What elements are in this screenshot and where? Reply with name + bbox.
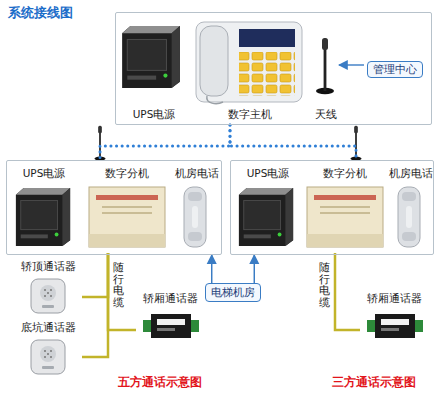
antenna-symbol xyxy=(94,126,105,161)
device-label: 数字主机 xyxy=(228,108,272,121)
ups-unit xyxy=(239,188,293,246)
tag-label: 管理中心 xyxy=(367,61,423,78)
antenna-device: 天线 xyxy=(306,31,346,121)
room-phone xyxy=(184,187,420,247)
travel-cable xyxy=(108,253,136,330)
intercom-device: 轿厢通话器 xyxy=(360,292,428,344)
pointer-arrow xyxy=(211,255,213,283)
intercom-device: 轿厢通话器 xyxy=(136,292,204,344)
device-label: 机房电话 xyxy=(175,167,219,180)
wireless-link xyxy=(100,125,230,160)
intercom-device: 底坑通话器 xyxy=(14,321,82,379)
machine-room-panel: UPS电源 数字分机 机房电话 xyxy=(230,160,434,255)
travel-cable xyxy=(335,253,360,330)
device-label: 天线 xyxy=(315,108,337,121)
diagram-caption: 三方通话示意图 xyxy=(332,374,416,391)
extension-device: 数字分机 xyxy=(85,167,169,253)
extension-unit xyxy=(307,187,383,247)
ups-device: UPS电源 xyxy=(11,167,77,249)
car-intercom xyxy=(143,314,423,338)
ups-device: UPS电源 xyxy=(121,21,187,121)
cable-label: 随行电缆 xyxy=(113,262,124,308)
caption-holder: 五方通话示意图 xyxy=(118,374,202,391)
intercom-speaker xyxy=(31,340,65,374)
device-label: UPS电源 xyxy=(133,108,176,121)
host-phone xyxy=(196,22,302,104)
extension-unit xyxy=(89,187,165,247)
tag-label: 电梯机房 xyxy=(211,286,255,299)
cable-label-holder: 随行电缆 xyxy=(113,262,124,308)
host-device: 数字主机 xyxy=(196,17,304,121)
machine-room-panel: UPS电源 数字分机 机房电话 xyxy=(6,160,222,255)
device-label: 机房电话 xyxy=(389,167,433,180)
extension-device: 数字分机 xyxy=(305,167,385,253)
travel-cable xyxy=(82,253,108,357)
title-holder: 系统接线图 xyxy=(8,4,73,22)
antenna-symbol xyxy=(94,38,361,161)
room-phone xyxy=(398,187,420,247)
travel-cable xyxy=(82,253,108,297)
management-panel: 管理中心 UPS电源 数字主机 天线 xyxy=(115,12,432,125)
ups-unit xyxy=(16,188,70,246)
intercom-device: 轿顶通话器 xyxy=(14,260,82,318)
phone-device: 机房电话 xyxy=(173,167,221,253)
wireless-link xyxy=(230,125,356,160)
car-intercom xyxy=(143,314,199,338)
device-label: 轿顶通话器 xyxy=(21,260,76,273)
pointer-arrow xyxy=(254,255,256,283)
caption-holder: 三方通话示意图 xyxy=(332,374,416,391)
device-label: 数字分机 xyxy=(323,167,367,180)
leader-arrow xyxy=(339,65,364,66)
antenna-symbol xyxy=(316,38,334,94)
diagram-title: 系统接线图 xyxy=(8,4,73,22)
device-label: 轿厢通话器 xyxy=(143,292,198,305)
extension-unit xyxy=(89,187,383,247)
cable-label-holder: 随行电缆 xyxy=(319,262,330,308)
leader-arrow xyxy=(339,64,364,65)
cable-label: 随行电缆 xyxy=(319,262,330,308)
ups-unit xyxy=(122,26,180,88)
room-tag: 电梯机房 xyxy=(205,283,261,302)
host-phone xyxy=(196,22,302,104)
device-label: 底坑通话器 xyxy=(21,321,76,334)
diagram-caption: 五方通话示意图 xyxy=(118,374,202,391)
ups-device: UPS电源 xyxy=(235,167,301,249)
device-label: UPS电源 xyxy=(23,167,66,180)
intercom-speaker xyxy=(31,279,65,313)
car-intercom xyxy=(367,314,423,338)
room-phone xyxy=(184,187,206,247)
device-label: 轿厢通话器 xyxy=(367,292,422,305)
device-label: 数字分机 xyxy=(105,167,149,180)
phone-device: 机房电话 xyxy=(387,167,435,253)
device-label: UPS电源 xyxy=(247,167,290,180)
